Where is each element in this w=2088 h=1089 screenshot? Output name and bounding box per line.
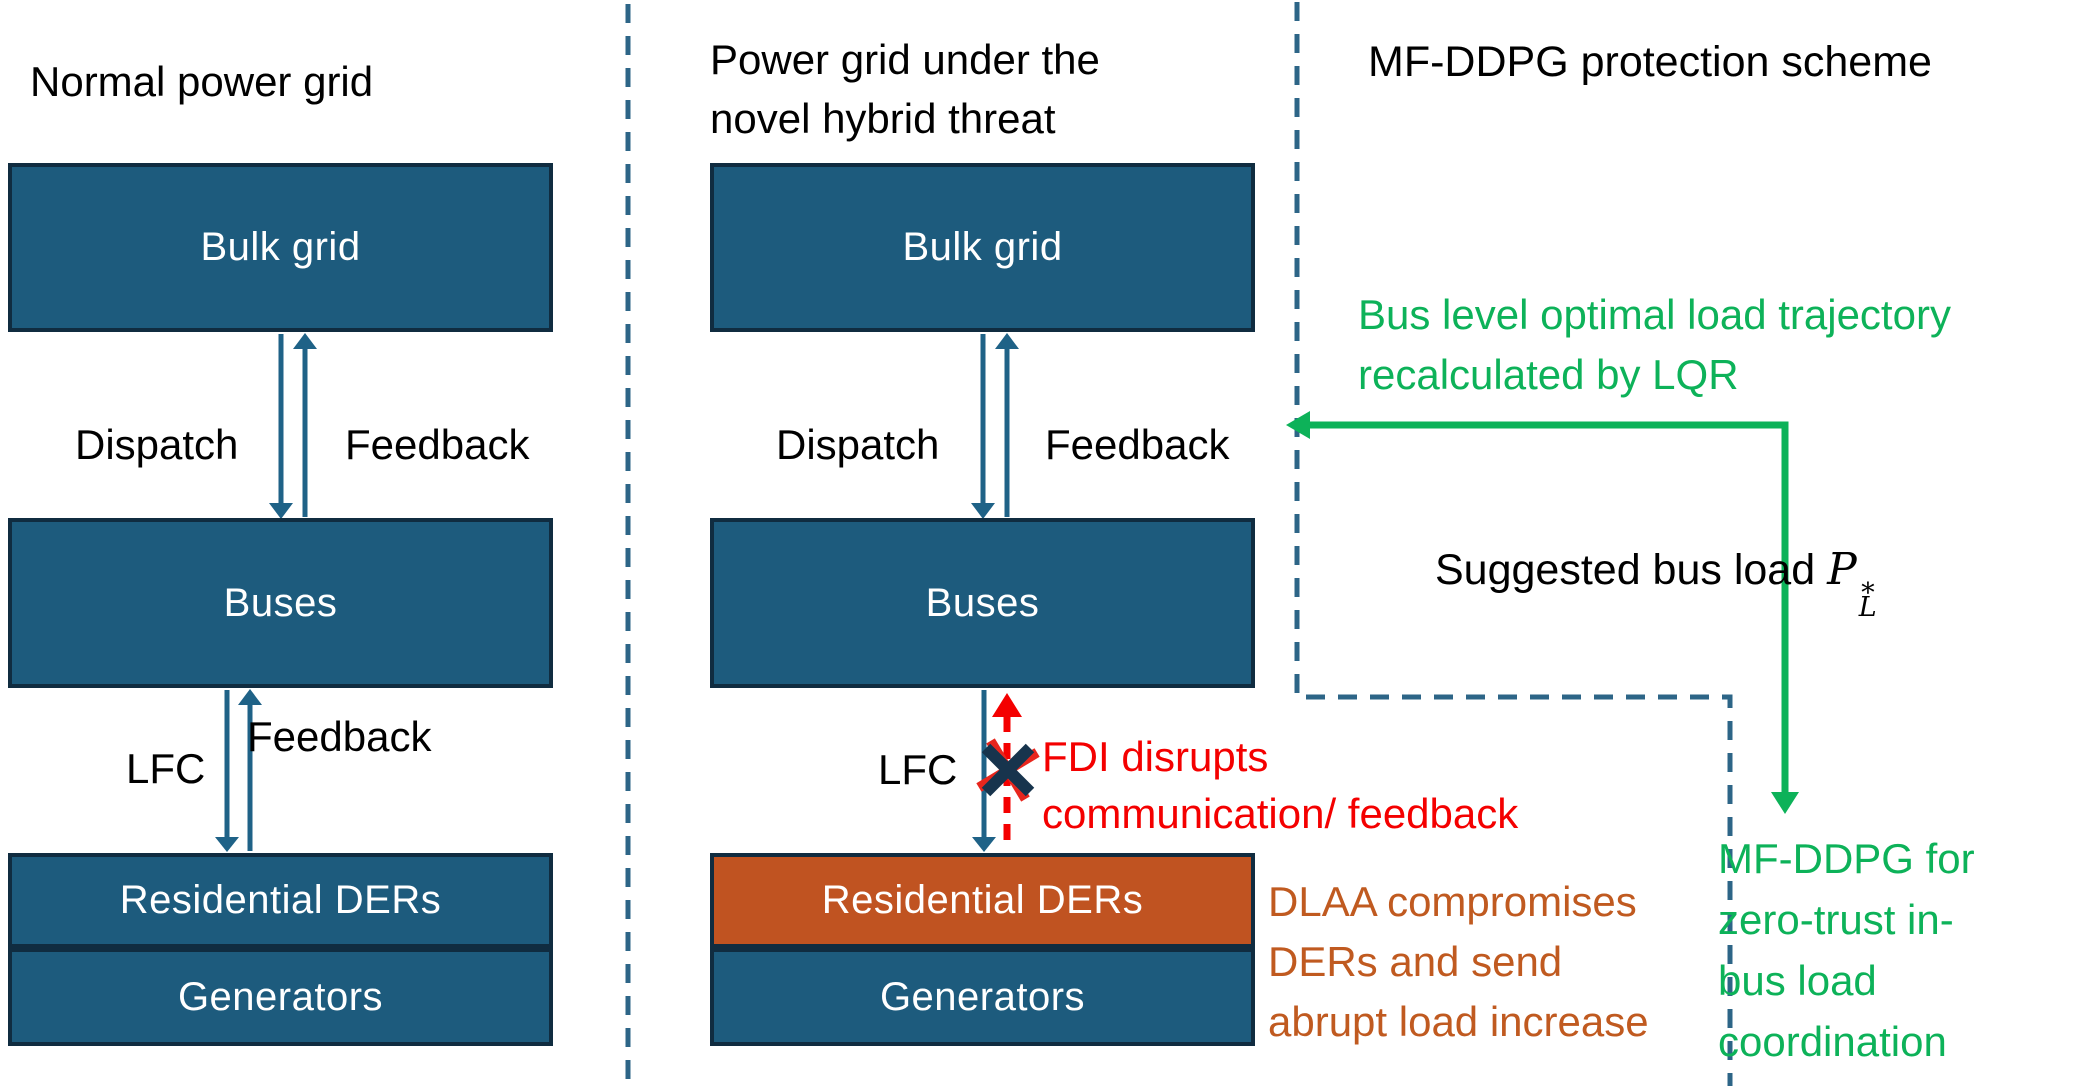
- mfddpg-down-arrowhead-icon: [1771, 792, 1799, 814]
- threat-ders-label: Residential DERs: [821, 878, 1144, 922]
- threat-dispatch-label: Dispatch: [776, 421, 940, 468]
- dlaa-note-line3: abrupt load increase: [1268, 998, 1649, 1045]
- normal-ders-label: Residential DERs: [119, 878, 442, 922]
- scheme-boundary-dashed-line: [1294, 2, 1733, 1086]
- threat-ders-box-compromised: Residential DERs: [710, 853, 1255, 948]
- lqr-note-line1: Bus level optimal load trajectory: [1358, 291, 1951, 338]
- threat-generators-box: Generators: [710, 948, 1255, 1046]
- blocked-cross-icon: [976, 738, 1040, 802]
- normal-generators-box: Generators: [8, 948, 553, 1046]
- fdi-attack-note: FDI disrupts communication/ feedback: [1042, 728, 1518, 842]
- suggested-load-subscripts: ∗L: [1858, 572, 1878, 623]
- threat-title-line1: Power grid under the: [710, 36, 1100, 83]
- suggested-load-superscript: ∗: [1858, 572, 1878, 603]
- lfc-down-arrowhead-icon: [215, 837, 239, 852]
- suggested-load-subscript: L: [1858, 592, 1877, 623]
- threat-buses-box: Buses: [710, 518, 1255, 688]
- fdi-up-arrowhead-icon: [992, 693, 1022, 717]
- mfddpg-note-line1: MF-DDPG for: [1718, 835, 1975, 882]
- mfddpg-note-line4: coordination: [1718, 1018, 1947, 1065]
- threat-panel-title: Power grid under the novel hybrid threat: [710, 30, 1100, 148]
- threat-bulk-grid-box: Bulk grid: [710, 163, 1255, 332]
- lqr-left-arrowhead-icon: [1286, 411, 1310, 439]
- suggested-bus-load-label: Suggested bus load P∗L: [1435, 544, 1878, 623]
- dispatch-down-arrowhead-icon: [269, 503, 293, 519]
- fdi-note-line2: communication/ feedback: [1042, 790, 1519, 837]
- scheme-panel-title: MF-DDPG protection scheme: [1368, 38, 1932, 86]
- lqr-note-line2: recalculated by LQR: [1358, 351, 1739, 398]
- threat-feedback-top-label: Feedback: [1045, 421, 1230, 468]
- fdi-note-line1: FDI disrupts: [1042, 733, 1269, 780]
- threat-bulk-grid-label: Bulk grid: [902, 225, 1063, 269]
- feedback-up-arrowhead-icon: [293, 333, 317, 349]
- normal-bulk-grid-label: Bulk grid: [200, 225, 361, 269]
- threat-lfc-down-arrowhead-icon: [972, 837, 996, 852]
- dlaa-note-line2: DERs and send: [1268, 938, 1563, 985]
- mfddpg-note-line2: zero-trust in-: [1718, 896, 1954, 943]
- normal-feedback-bottom-label: Feedback: [247, 713, 432, 760]
- threat-lfc-label: LFC: [878, 746, 958, 793]
- normal-lfc-label: LFC: [126, 745, 206, 792]
- suggested-bus-load-text: Suggested bus load: [1435, 546, 1816, 594]
- normal-buses-label: Buses: [223, 580, 338, 625]
- threat-title-line2: novel hybrid threat: [710, 95, 1056, 142]
- dlaa-note-line1: DLAA compromises: [1268, 878, 1637, 925]
- lqr-note: Bus level optimal load trajectory recalc…: [1358, 285, 1951, 405]
- normal-generators-label: Generators: [177, 974, 384, 1019]
- dlaa-attack-note: DLAA compromises DERs and send abrupt lo…: [1268, 872, 1649, 1052]
- normal-buses-box: Buses: [8, 518, 553, 688]
- normal-dispatch-label: Dispatch: [75, 421, 239, 468]
- threat-buses-label: Buses: [925, 580, 1040, 625]
- normal-ders-box: Residential DERs: [8, 853, 553, 948]
- threat-dispatch-down-arrowhead-icon: [971, 503, 995, 519]
- normal-panel-title: Normal power grid: [30, 58, 374, 105]
- threat-generators-label: Generators: [879, 974, 1086, 1019]
- lqr-suggestion-path: [1308, 421, 1789, 792]
- suggested-load-variable: P: [1827, 544, 1857, 595]
- threat-feedback-up-arrowhead-icon: [995, 333, 1019, 349]
- mfddpg-note: MF-DDPG for zero-trust in- bus load coor…: [1718, 828, 1975, 1072]
- feedback-bottom-up-arrowhead-icon: [238, 689, 262, 705]
- normal-feedback-top-label: Feedback: [345, 421, 530, 468]
- mfddpg-note-line3: bus load: [1718, 957, 1877, 1004]
- normal-bulk-grid-box: Bulk grid: [8, 163, 553, 332]
